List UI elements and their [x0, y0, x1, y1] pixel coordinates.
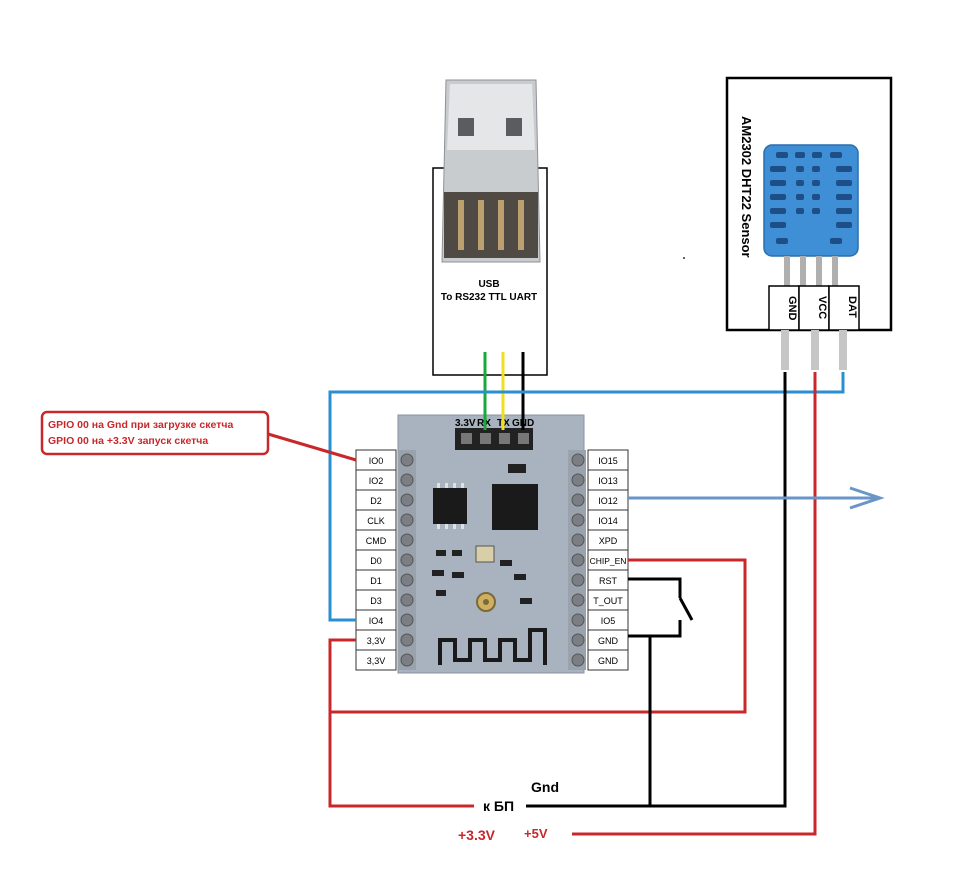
- wires: [267, 352, 885, 836]
- right-pin-label: IO15: [598, 456, 618, 466]
- gpio0-note: GPIO 00 на Gnd при загрузке скетча GPIO …: [40, 410, 270, 456]
- sensor-gnd-wire: [526, 372, 787, 808]
- esp-module-board: 3.3V RX TX GND: [397, 414, 586, 674]
- v5-label: +5V: [524, 826, 548, 841]
- psu-label: к БП: [483, 798, 514, 814]
- left-pin-label: D2: [370, 496, 382, 506]
- usb-title: USB: [478, 279, 499, 290]
- dht22-sensor: AM2302 DHT22 Sensor GND VCC DAT: [725, 76, 893, 370]
- usb-adapter: USB To RS232 TTL UART: [432, 79, 548, 376]
- sensor-body: [763, 144, 859, 257]
- right-pin-label: IO14: [598, 516, 618, 526]
- left-pin-label: D1: [370, 576, 382, 586]
- left-pin-label: 3,3V: [367, 636, 386, 646]
- left-pin-label: CLK: [367, 516, 385, 526]
- reset-switch: [678, 597, 694, 621]
- right-pin-label: T_OUT: [593, 596, 623, 606]
- right-pin-label: XPD: [599, 536, 618, 546]
- sensor-title: AM2302 DHT22 Sensor: [739, 116, 754, 258]
- chip-en-wire: [330, 558, 747, 714]
- right-pin-label: IO5: [601, 616, 616, 626]
- note-line-2: GPIO 00 на +3.3V запуск скетча: [48, 435, 208, 447]
- left-pin-label: IO4: [369, 616, 384, 626]
- note-pointer: [267, 432, 357, 462]
- note-line-1: GPIO 00 на Gnd при загрузке скетча: [48, 419, 233, 431]
- io12-arrow-head: [849, 486, 885, 510]
- left-pin-column: IO0 IO2 D2 CLK CMD D0 D1 D3: [355, 449, 414, 671]
- left-pin-label: IO0: [369, 456, 384, 466]
- right-pin-label: IO13: [598, 476, 618, 486]
- sensor-vcc-wire: [572, 372, 817, 836]
- dat-wire: [328, 372, 845, 622]
- right-pin-label: GND: [598, 636, 619, 646]
- left-pin-label: CMD: [366, 536, 387, 546]
- gnd-label: Gnd: [531, 779, 559, 795]
- rst-gnd-wire: [628, 620, 682, 638]
- right-pin-label: CHIP_EN: [590, 556, 627, 566]
- header-pin-3v3: 3.3V: [455, 418, 476, 429]
- sensor-pin-dat: DAT: [846, 296, 858, 318]
- v33-wire: [328, 638, 474, 808]
- rst-wire: [628, 577, 682, 598]
- usb-subtitle: To RS232 TTL UART: [441, 292, 537, 303]
- v33-label: +3.3V: [458, 827, 496, 843]
- left-pin-label: 3,3V: [367, 656, 386, 666]
- left-pin-label: D0: [370, 556, 382, 566]
- right-pin-label: RST: [599, 576, 618, 586]
- stray-dot: [683, 257, 685, 259]
- sensor-pin-gnd: GND: [786, 296, 798, 321]
- left-pin-label: D3: [370, 596, 382, 606]
- sensor-pin-vcc: VCC: [816, 296, 828, 319]
- right-pin-column: IO15 IO13 IO12 IO14 XPD CHIP_EN RST T_O: [571, 449, 629, 671]
- left-pin-label: IO2: [369, 476, 384, 486]
- right-pin-label: IO12: [598, 496, 618, 506]
- right-pin-label: GND: [598, 656, 619, 666]
